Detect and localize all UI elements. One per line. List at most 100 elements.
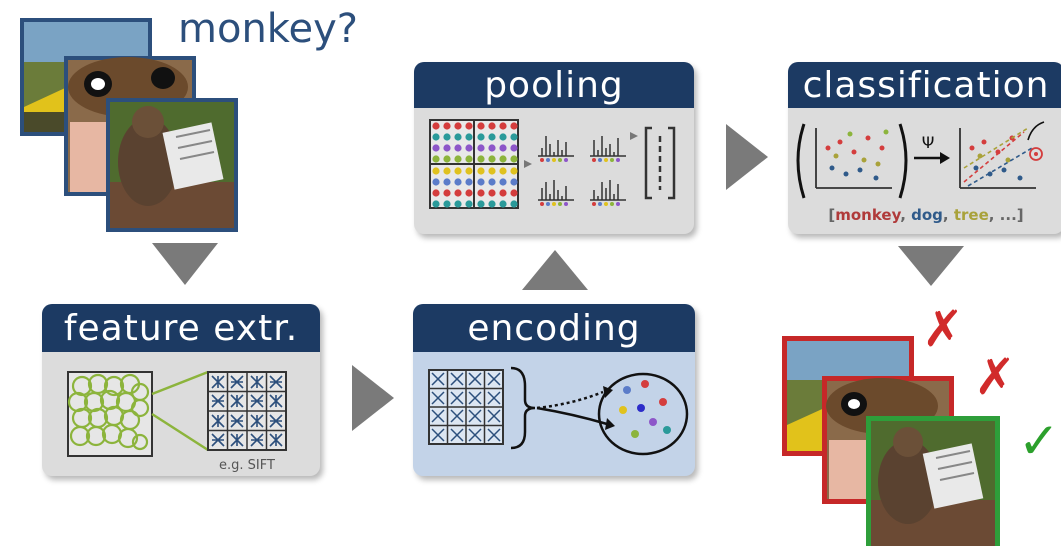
- grid-dot: [465, 167, 473, 175]
- classification-illustration: Ψ [monkey, dog, tree, ...]: [796, 121, 1045, 224]
- result-mark-2: ✗: [974, 348, 1016, 406]
- grid-dot: [510, 189, 518, 197]
- grid-dot: [465, 122, 473, 130]
- grid-dot: [499, 144, 507, 152]
- result-image-3: [866, 416, 1000, 546]
- colored-spatial-grid: [429, 119, 519, 209]
- grid-dot: [510, 200, 518, 208]
- grid-dot: [454, 200, 462, 208]
- grid-dot: [465, 189, 473, 197]
- codebook-points: [619, 380, 671, 438]
- grid-dot: [443, 189, 451, 197]
- encoding-card: encoding: [413, 304, 695, 476]
- grid-dot: [477, 155, 485, 163]
- grid-dot: [443, 122, 451, 130]
- grid-dot: [443, 200, 451, 208]
- grid-dot: [499, 200, 507, 208]
- grid-dot: [432, 178, 440, 186]
- grid-dot: [454, 144, 462, 152]
- grid-dot: [477, 178, 485, 186]
- arrow-right-pooling: [726, 124, 768, 190]
- grid-dot: [488, 155, 496, 163]
- grid-dot: [510, 144, 518, 152]
- grid-dot: [488, 167, 496, 175]
- grid-dot: [432, 167, 440, 175]
- grid-dot: [510, 122, 518, 130]
- grid-dot: [432, 155, 440, 163]
- arrow-up-encoding: [522, 250, 588, 290]
- grid-dot: [443, 133, 451, 141]
- grid-dot: [443, 144, 451, 152]
- class-label-dog: dog: [911, 206, 943, 224]
- query-point-target: [1029, 147, 1043, 161]
- grid-dot: [510, 167, 518, 175]
- pooled-vector: [644, 126, 676, 200]
- grid-dot: [488, 122, 496, 130]
- result-mark-3: ✓: [1018, 412, 1060, 470]
- feature-extraction-card: feature extr.: [42, 304, 320, 476]
- grid-dot: [465, 200, 473, 208]
- psi-symbol: Ψ: [922, 133, 935, 152]
- arrow-down-input: [152, 243, 218, 285]
- grid-dot: [499, 167, 507, 175]
- descriptor-set: [428, 369, 504, 445]
- grid-dot: [499, 155, 507, 163]
- grid-dot: [465, 178, 473, 186]
- sift-descriptor-grid: [207, 371, 287, 451]
- arrow-down-classification: [898, 246, 964, 286]
- grid-dot: [488, 189, 496, 197]
- class-label-monkey: monkey: [835, 206, 901, 224]
- grid-dot: [477, 144, 485, 152]
- input-image-3: [106, 98, 238, 232]
- grid-dot: [432, 189, 440, 197]
- pooling-title: pooling: [414, 62, 694, 108]
- grid-dot: [488, 133, 496, 141]
- input-image-stack: [18, 12, 243, 234]
- grid-dot: [454, 133, 462, 141]
- grid-dot: [454, 189, 462, 197]
- feature-extraction-title: feature extr.: [42, 304, 320, 352]
- encoding-illustration: [428, 366, 689, 456]
- class-list: [monkey, dog, tree, ...]: [828, 206, 1023, 224]
- grid-dot: [443, 155, 451, 163]
- grid-dot: [454, 155, 462, 163]
- grid-dot: [477, 167, 485, 175]
- grid-dot: [454, 122, 462, 130]
- grid-dot: [510, 178, 518, 186]
- feature-extraction-illustration: e.g. SIFT: [67, 370, 287, 473]
- histogram-color-ticks: [540, 158, 620, 206]
- grid-dot: [432, 200, 440, 208]
- grid-dot: [488, 144, 496, 152]
- classifier-plot: [959, 128, 1036, 189]
- class-label-tree: tree: [954, 206, 989, 224]
- histogram-group: [538, 136, 626, 201]
- grid-dot: [477, 189, 485, 197]
- grid-dot: [465, 133, 473, 141]
- query-text: monkey?: [178, 6, 359, 52]
- class-list-tail: ...]: [1000, 206, 1024, 224]
- grid-dot: [454, 178, 462, 186]
- pooling-illustration: [429, 119, 676, 209]
- codebook-space: [597, 372, 689, 456]
- classification-title: classification: [788, 62, 1061, 108]
- grid-dot: [432, 133, 440, 141]
- grid-dot: [454, 167, 462, 175]
- feature-space-plot: [815, 128, 892, 189]
- grid-dot: [488, 178, 496, 186]
- class-list-open: [: [828, 206, 835, 224]
- grid-dot: [510, 155, 518, 163]
- grid-dot: [488, 200, 496, 208]
- grid-dot: [432, 144, 440, 152]
- feature-extraction-note: e.g. SIFT: [219, 458, 275, 473]
- grid-dot: [443, 167, 451, 175]
- grid-dot: [499, 178, 507, 186]
- grid-dot: [499, 122, 507, 130]
- arrow-right-feature: [352, 365, 394, 431]
- result-image-stack: [782, 330, 1002, 546]
- grid-dot: [510, 133, 518, 141]
- grid-dot: [499, 189, 507, 197]
- grid-dot: [465, 144, 473, 152]
- grid-dot: [477, 200, 485, 208]
- grid-dot: [477, 122, 485, 130]
- result-mark-1: ✗: [922, 300, 964, 358]
